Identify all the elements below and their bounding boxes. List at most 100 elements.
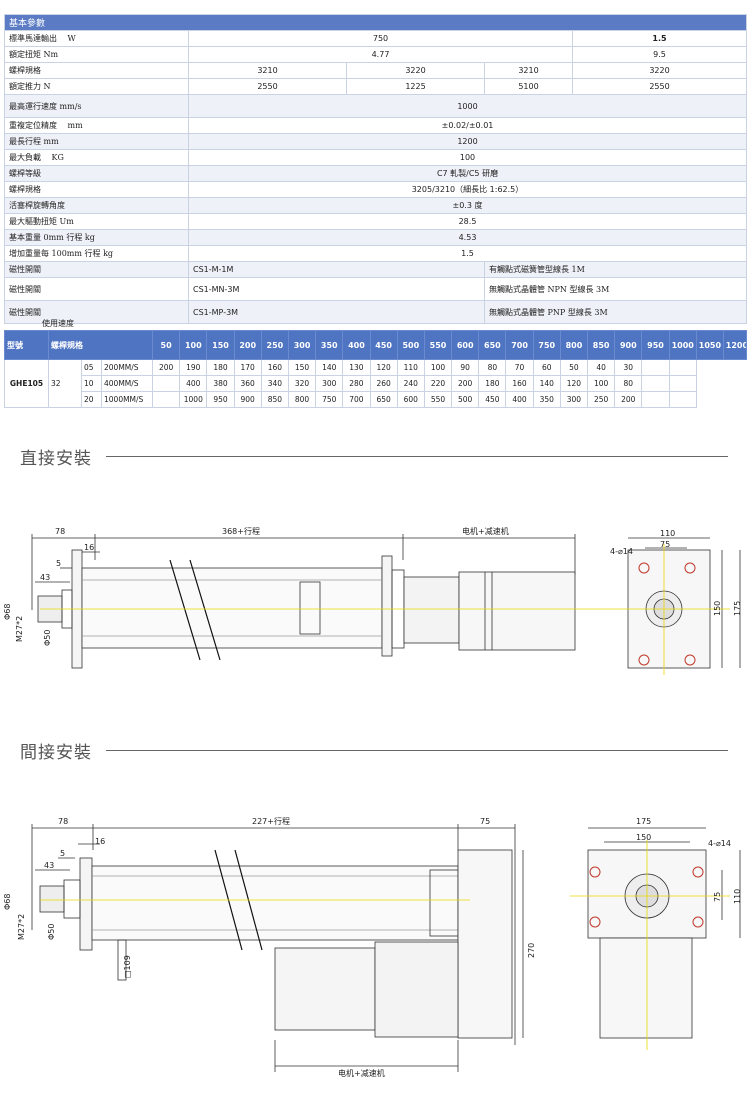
max-stroke-label: 最長行程 mm: [4, 133, 189, 150]
table-cell: 60: [532, 359, 561, 376]
table-cell: 700: [342, 391, 371, 408]
table-cell: 200: [451, 375, 480, 392]
motor-label: 电机+减速机: [462, 526, 509, 536]
switch-model: CS1-MP-3M: [188, 300, 485, 324]
table-cell: 400: [505, 391, 534, 408]
table-cell: 220: [423, 375, 453, 392]
divider: [106, 750, 728, 751]
stroke-header: 550: [423, 330, 453, 360]
table-cell: 80: [614, 375, 643, 392]
table-cell: 180: [478, 375, 507, 392]
indirect-title: 間接安裝: [20, 743, 92, 763]
dim-43: 43: [40, 573, 50, 582]
thrust-v0: 2550: [188, 78, 347, 95]
direct-drawing: 78 16 5 43 368+行程 电机+减速机 Φ68 M27*2 Φ50 1…: [3, 526, 742, 675]
table-cell: 110: [396, 359, 425, 376]
stroke-header: 950: [641, 330, 670, 360]
stroke-header: 500: [396, 330, 425, 360]
direct-title: 直接安裝: [20, 449, 92, 469]
dim-16: 16: [95, 837, 105, 846]
table-cell: 120: [559, 375, 589, 392]
screw-label: 螺桿規格: [4, 62, 189, 79]
stroke-header: 900: [614, 330, 643, 360]
table-cell: 140: [532, 375, 561, 392]
table-cell: 1000: [179, 391, 208, 408]
switch-model: CS1-M-1M: [188, 261, 485, 278]
dim-phi50: Φ50: [47, 924, 56, 940]
stroke-header: 300: [287, 330, 317, 360]
table-cell: 200: [614, 391, 643, 408]
screw-v0: 3210: [188, 62, 347, 79]
table-cell: 150: [287, 359, 317, 376]
dim-175: 175: [636, 817, 651, 826]
table-cell: 300: [315, 375, 344, 392]
holes-label: 4-⌀14: [708, 839, 731, 848]
dim-5: 5: [56, 559, 61, 568]
stroke-header: 250: [260, 330, 289, 360]
torque-label: 額定扭矩 Nm: [4, 46, 189, 63]
add-weight-value: 1.5: [187, 245, 748, 262]
torque-v2: 9.5: [571, 46, 748, 63]
stroke-header: 1000: [668, 330, 697, 360]
speed-cell: 400MM/S: [100, 375, 154, 392]
table-cell: 30: [614, 359, 643, 376]
table-cell: 90: [451, 359, 480, 376]
dim-175: 175: [733, 601, 742, 616]
dim-75: 75: [660, 540, 670, 549]
dim-m27: M27*2: [15, 616, 24, 642]
table-cell: 80: [478, 359, 507, 376]
base-weight-label: 基本重量 0mm 行程 kg: [4, 229, 189, 246]
stroke-header: 750: [532, 330, 561, 360]
stroke-header: 200: [233, 330, 262, 360]
dim-phi68: Φ68: [3, 894, 12, 910]
table-cell: 500: [451, 391, 480, 408]
dim-110: 110: [733, 889, 742, 904]
max-speed-label: 最高運行速度 mm/s: [4, 94, 189, 118]
dim-109: □109: [123, 955, 132, 978]
base-weight-value: 4.53: [187, 229, 748, 246]
stroke-header: 700: [505, 330, 534, 360]
stroke-header: 100: [179, 330, 208, 360]
stroke-header: 50: [152, 330, 181, 360]
screw-v3: 3220: [571, 62, 748, 79]
table-cell: 190: [179, 359, 208, 376]
model-cell: GHE105: [4, 359, 49, 408]
dim-110: 110: [660, 529, 675, 538]
table-cell: 900: [233, 391, 262, 408]
lead-cell: 20: [81, 391, 102, 408]
table-cell: [152, 391, 181, 408]
table-cell: [152, 375, 181, 392]
stroke-header: 1200: [722, 330, 747, 360]
stroke-header: 650: [478, 330, 507, 360]
indirect-drawing: 78 16 5 43 227+行程 75 270 □109 电机+减速机 Φ68…: [3, 816, 742, 1078]
table-cell: 650: [369, 391, 398, 408]
spec-header: 基本參數: [3, 14, 748, 31]
dim-phi68: Φ68: [3, 604, 12, 620]
speed-cell: 200MM/S: [100, 359, 154, 376]
table-cell: 450: [478, 391, 507, 408]
add-weight-label: 增加重量每 100mm 行程 kg: [4, 245, 189, 262]
table-cell: 380: [206, 375, 235, 392]
table-cell: 300: [559, 391, 589, 408]
dim-75-end: 75: [713, 892, 722, 902]
dim-16: 16: [84, 543, 94, 552]
dim-stroke: 227+行程: [252, 816, 290, 826]
repeat-label: 重複定位精度 mm: [4, 117, 189, 134]
dim-43: 43: [44, 861, 54, 870]
table-cell: 140: [315, 359, 344, 376]
switch-desc: 無觸點式晶體管 PNP 型線長 3M: [483, 300, 748, 324]
thrust-v3: 2550: [571, 78, 748, 95]
table-cell: 200: [152, 359, 181, 376]
dim-150: 150: [713, 601, 722, 616]
table-cell: 950: [206, 391, 235, 408]
dim-5: 5: [60, 849, 65, 858]
screw-cell: 32: [48, 359, 82, 408]
thrust-v1: 1225: [346, 78, 485, 95]
switch-model: CS1-MN-3M: [188, 277, 485, 301]
screw-v2: 3210: [484, 62, 573, 79]
table-cell: 240: [396, 375, 425, 392]
